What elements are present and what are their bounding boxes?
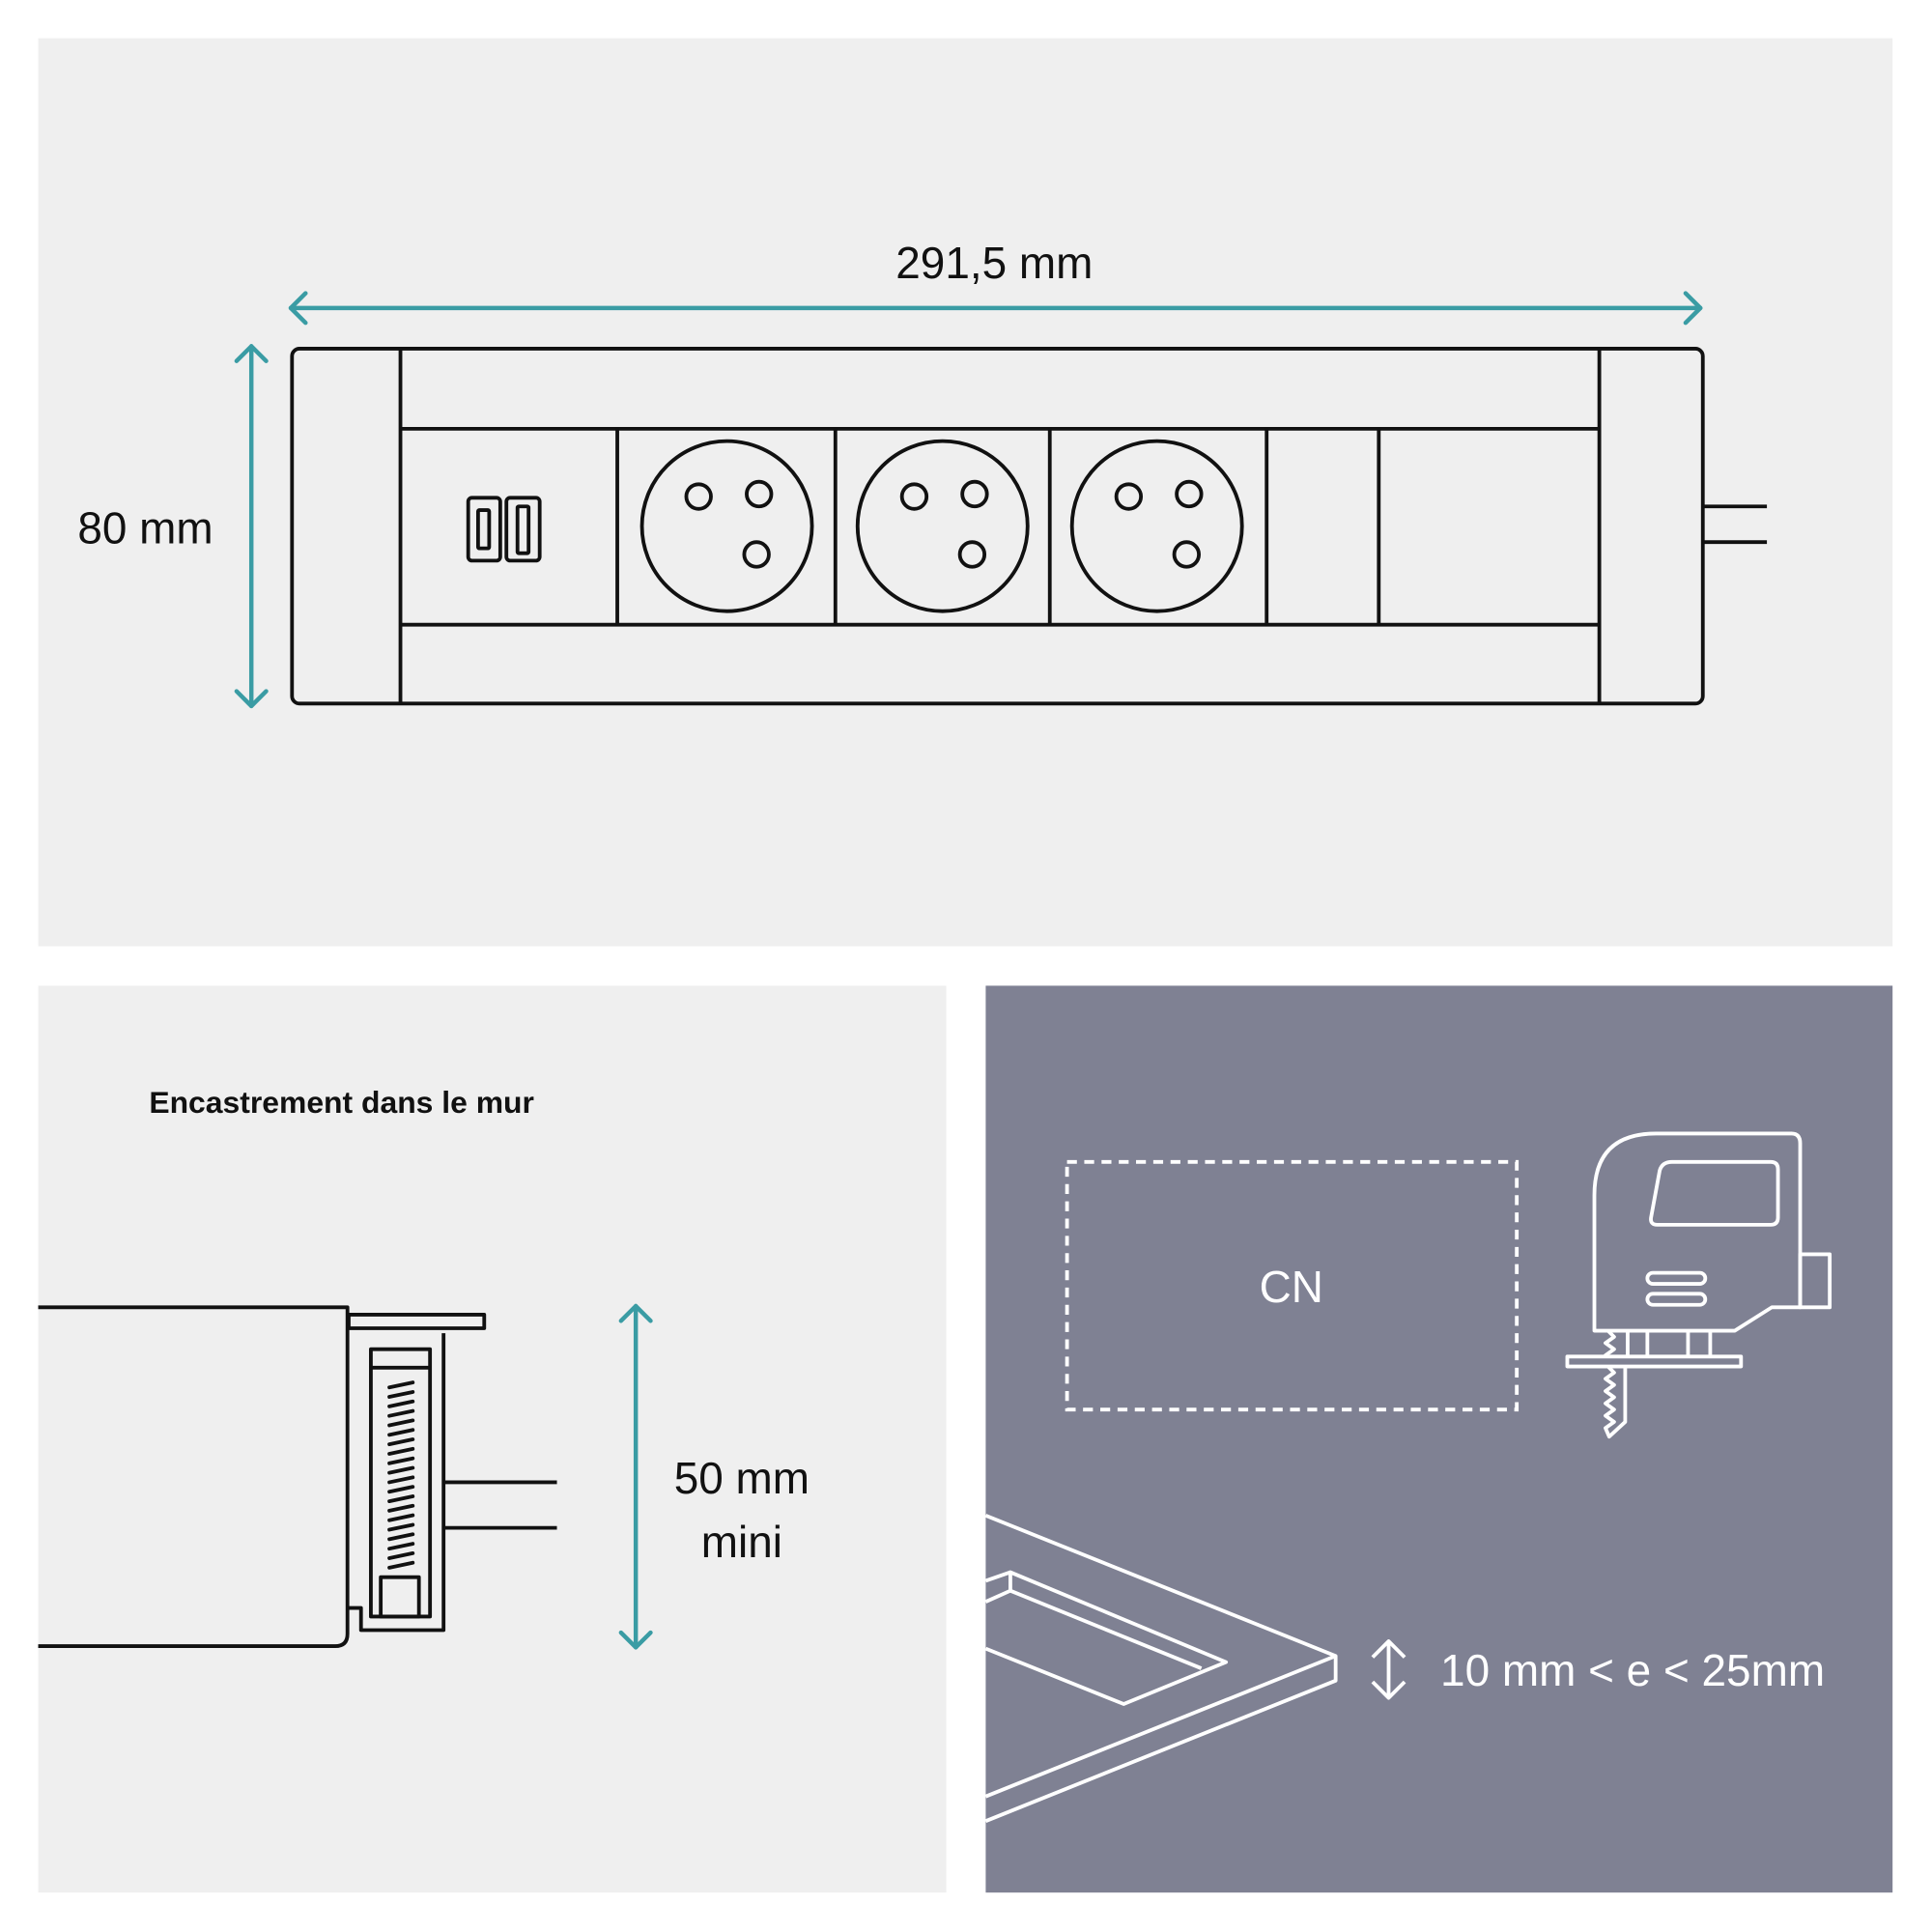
spring-icon (387, 1380, 415, 1570)
spring-coil (387, 1522, 415, 1532)
jigsaw-icon (1565, 1131, 1833, 1439)
spring-coil (387, 1485, 415, 1494)
spring-coil (387, 1503, 415, 1513)
wall-section-drawing (38, 1305, 557, 1648)
bottom-left-panel: Encastrement dans le mur 50 mm mini (38, 985, 947, 1893)
thickness-arrow-icon (1371, 1639, 1406, 1700)
spring-coil (387, 1465, 415, 1475)
countertop-drawing (984, 1514, 1338, 1823)
power-strip (290, 347, 1768, 706)
spring-coil (387, 1494, 415, 1503)
height-dimension-arrow (234, 344, 269, 709)
spring-coil (387, 1418, 415, 1428)
spring-coil (387, 1560, 415, 1570)
spring-coil (387, 1408, 415, 1418)
spring-coil (387, 1542, 415, 1551)
spring-coil (387, 1437, 415, 1447)
cutout-label: CN (1260, 1262, 1323, 1312)
spring-coil (387, 1456, 415, 1465)
spring-coil (387, 1550, 415, 1560)
bottom-right-panel: CN 10 mm < e < 25mm (984, 985, 1893, 1893)
spring-coil (387, 1475, 415, 1485)
spring-coil (387, 1532, 415, 1542)
wall-mount-title: Encastrement dans le mur (149, 1085, 534, 1120)
spring-coil (387, 1380, 415, 1390)
spring-coil (387, 1399, 415, 1408)
width-dimension-arrow (288, 291, 1703, 326)
french-socket-icon (855, 439, 1030, 613)
depth-dimension-arrow (618, 1303, 653, 1650)
usb-icon (466, 496, 542, 563)
spring-coil (387, 1428, 415, 1437)
width-dimension-label: 291,5 mm (895, 238, 1093, 288)
bottom-right-bg (985, 985, 1893, 1893)
spring-coil (387, 1513, 415, 1522)
spring-coil (387, 1446, 415, 1456)
cutout-outline (1065, 1159, 1520, 1412)
french-socket-icon (1069, 439, 1244, 613)
height-dimension-label: 80 mm (77, 503, 213, 554)
thickness-label: 10 mm < e < 25mm (1440, 1645, 1825, 1695)
french-socket-icon (639, 439, 814, 613)
depth-label-line1: 50 mm (674, 1453, 810, 1503)
bottom-left-bg (38, 985, 947, 1893)
spring-coil (387, 1390, 415, 1399)
top-panel: 291,5 mm 80 mm (38, 38, 1893, 947)
depth-label-line2: mini (701, 1517, 782, 1567)
top-panel-bg (38, 38, 1893, 947)
